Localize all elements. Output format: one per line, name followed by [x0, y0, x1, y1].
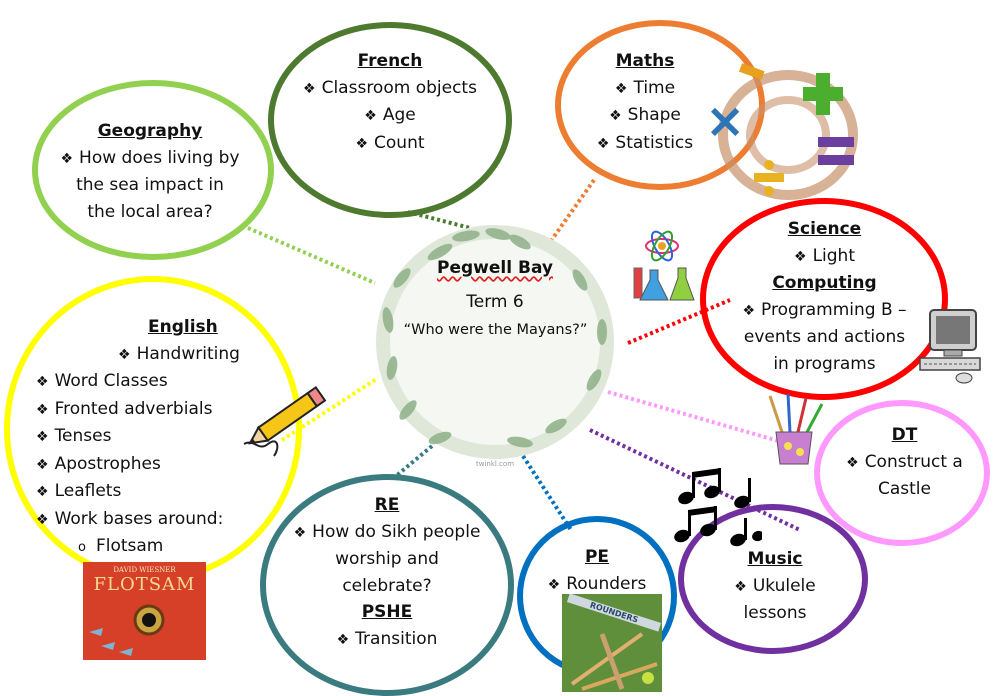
rounders-picture: ROUNDERS — [562, 594, 662, 692]
rounders-bat-icon — [570, 632, 658, 691]
paintbrush-pot-picture — [762, 392, 828, 472]
french-item: Age — [290, 102, 490, 130]
computing-title: Computing — [772, 273, 877, 293]
pshe-title: PSHE — [361, 602, 413, 622]
french-item: Count — [290, 130, 490, 158]
dt-panel: DT Construct a Castle — [832, 422, 977, 503]
geography-circle — [32, 80, 274, 260]
music-notes-picture — [672, 468, 764, 558]
re-item: How do Sikh people — [282, 519, 492, 547]
english-item: Apostrophes — [36, 451, 276, 479]
re-item: worship and — [335, 549, 439, 569]
pencil-icon — [243, 385, 327, 457]
pshe-item: Transition — [282, 626, 492, 654]
center-title: Pegwell Bay — [437, 258, 553, 278]
science-flask-icon — [633, 230, 695, 301]
paintbrush-icon — [768, 393, 824, 465]
french-panel: French Classroom objects Age Count — [290, 48, 490, 157]
pencil-picture — [240, 372, 332, 468]
computing-item: events and actions — [743, 327, 906, 347]
maths-panel: Maths Time Shape Statistics — [580, 48, 710, 157]
french-circle — [268, 22, 512, 218]
computing-item: in programs — [773, 353, 876, 374]
maths-item: Time — [580, 75, 710, 103]
re-item: celebrate? — [342, 575, 432, 596]
geography-item: How does living by — [45, 145, 255, 173]
english-item: Work bases around: — [36, 506, 276, 534]
book-author: DAVID WIESNER — [113, 566, 176, 574]
dt-circle — [814, 400, 990, 546]
computer-picture — [918, 306, 990, 390]
re-circle — [260, 474, 514, 696]
pe-item: Rounders — [527, 571, 667, 599]
flotsam-book-cover: DAVID WIESNER FLOTSAM — [83, 562, 206, 660]
english-subitem: o Flotsam — [36, 533, 276, 562]
maths-title: Maths — [615, 51, 675, 71]
music-title: Music — [747, 549, 803, 569]
connector-pe — [521, 454, 573, 532]
english-item: Tenses — [36, 423, 276, 451]
english-panel: English Handwriting Word Classes Fronted… — [36, 314, 276, 562]
wreath-leaves — [376, 225, 614, 459]
re-title: RE — [374, 495, 400, 515]
english-subitem-text: Flotsam — [95, 536, 164, 556]
connector-geography — [247, 226, 376, 285]
center-term: Term 6 — [466, 292, 524, 312]
music-item: Ukulele — [705, 573, 845, 601]
fish-eye-icon — [89, 604, 165, 656]
dt-item: Construct a — [832, 449, 977, 477]
re-panel: RE How do Sikh people worship and celebr… — [282, 492, 492, 653]
english-item: Word Classes — [36, 368, 276, 396]
english-item: Handwriting — [36, 341, 276, 369]
music-circle — [678, 504, 868, 654]
science-item: Light — [722, 243, 927, 271]
music-panel: Music Ukulele lessons — [705, 546, 845, 627]
maths-symbols-picture: × — [700, 55, 870, 209]
geography-item: the sea impact in — [76, 175, 224, 195]
geography-panel: Geography How does living by the sea imp… — [45, 118, 255, 225]
computer-icon — [919, 309, 981, 384]
pe-title: PE — [584, 547, 610, 567]
science-panel: Science Light Computing Programming B – … — [722, 216, 927, 377]
book-title: FLOTSAM — [93, 574, 196, 595]
center-credit: twinkl.com — [475, 460, 515, 468]
maths-item: Statistics — [580, 130, 710, 158]
geography-title: Geography — [97, 121, 203, 141]
connector-french — [407, 210, 471, 230]
maths-symbols-icon: × — [705, 63, 858, 200]
svg-text:×: × — [705, 93, 745, 149]
connector-dt — [607, 390, 811, 452]
maths-item: Shape — [580, 102, 710, 130]
dt-item: Castle — [878, 479, 931, 499]
connector-maths — [546, 178, 596, 247]
english-item: Fronted adverbials — [36, 396, 276, 424]
geography-item: the local area? — [87, 201, 213, 222]
french-item: Classroom objects — [290, 75, 490, 103]
science-circle — [700, 198, 948, 400]
science-title: Science — [787, 219, 862, 239]
music-notes-icon — [674, 468, 764, 547]
connector-re — [394, 444, 434, 478]
dt-title: DT — [891, 425, 918, 445]
center-wreath — [370, 220, 620, 465]
french-title: French — [357, 51, 423, 71]
science-lab-picture — [628, 228, 698, 310]
english-item: Leaflets — [36, 478, 276, 506]
english-title: English — [148, 317, 218, 337]
center-question: “Who were the Mayans?” — [403, 322, 588, 338]
computing-item: Programming B – — [722, 297, 927, 325]
pe-panel: PE Rounders — [527, 544, 667, 598]
music-item: lessons — [743, 603, 807, 623]
circle-bullet-icon: o — [78, 540, 86, 555]
